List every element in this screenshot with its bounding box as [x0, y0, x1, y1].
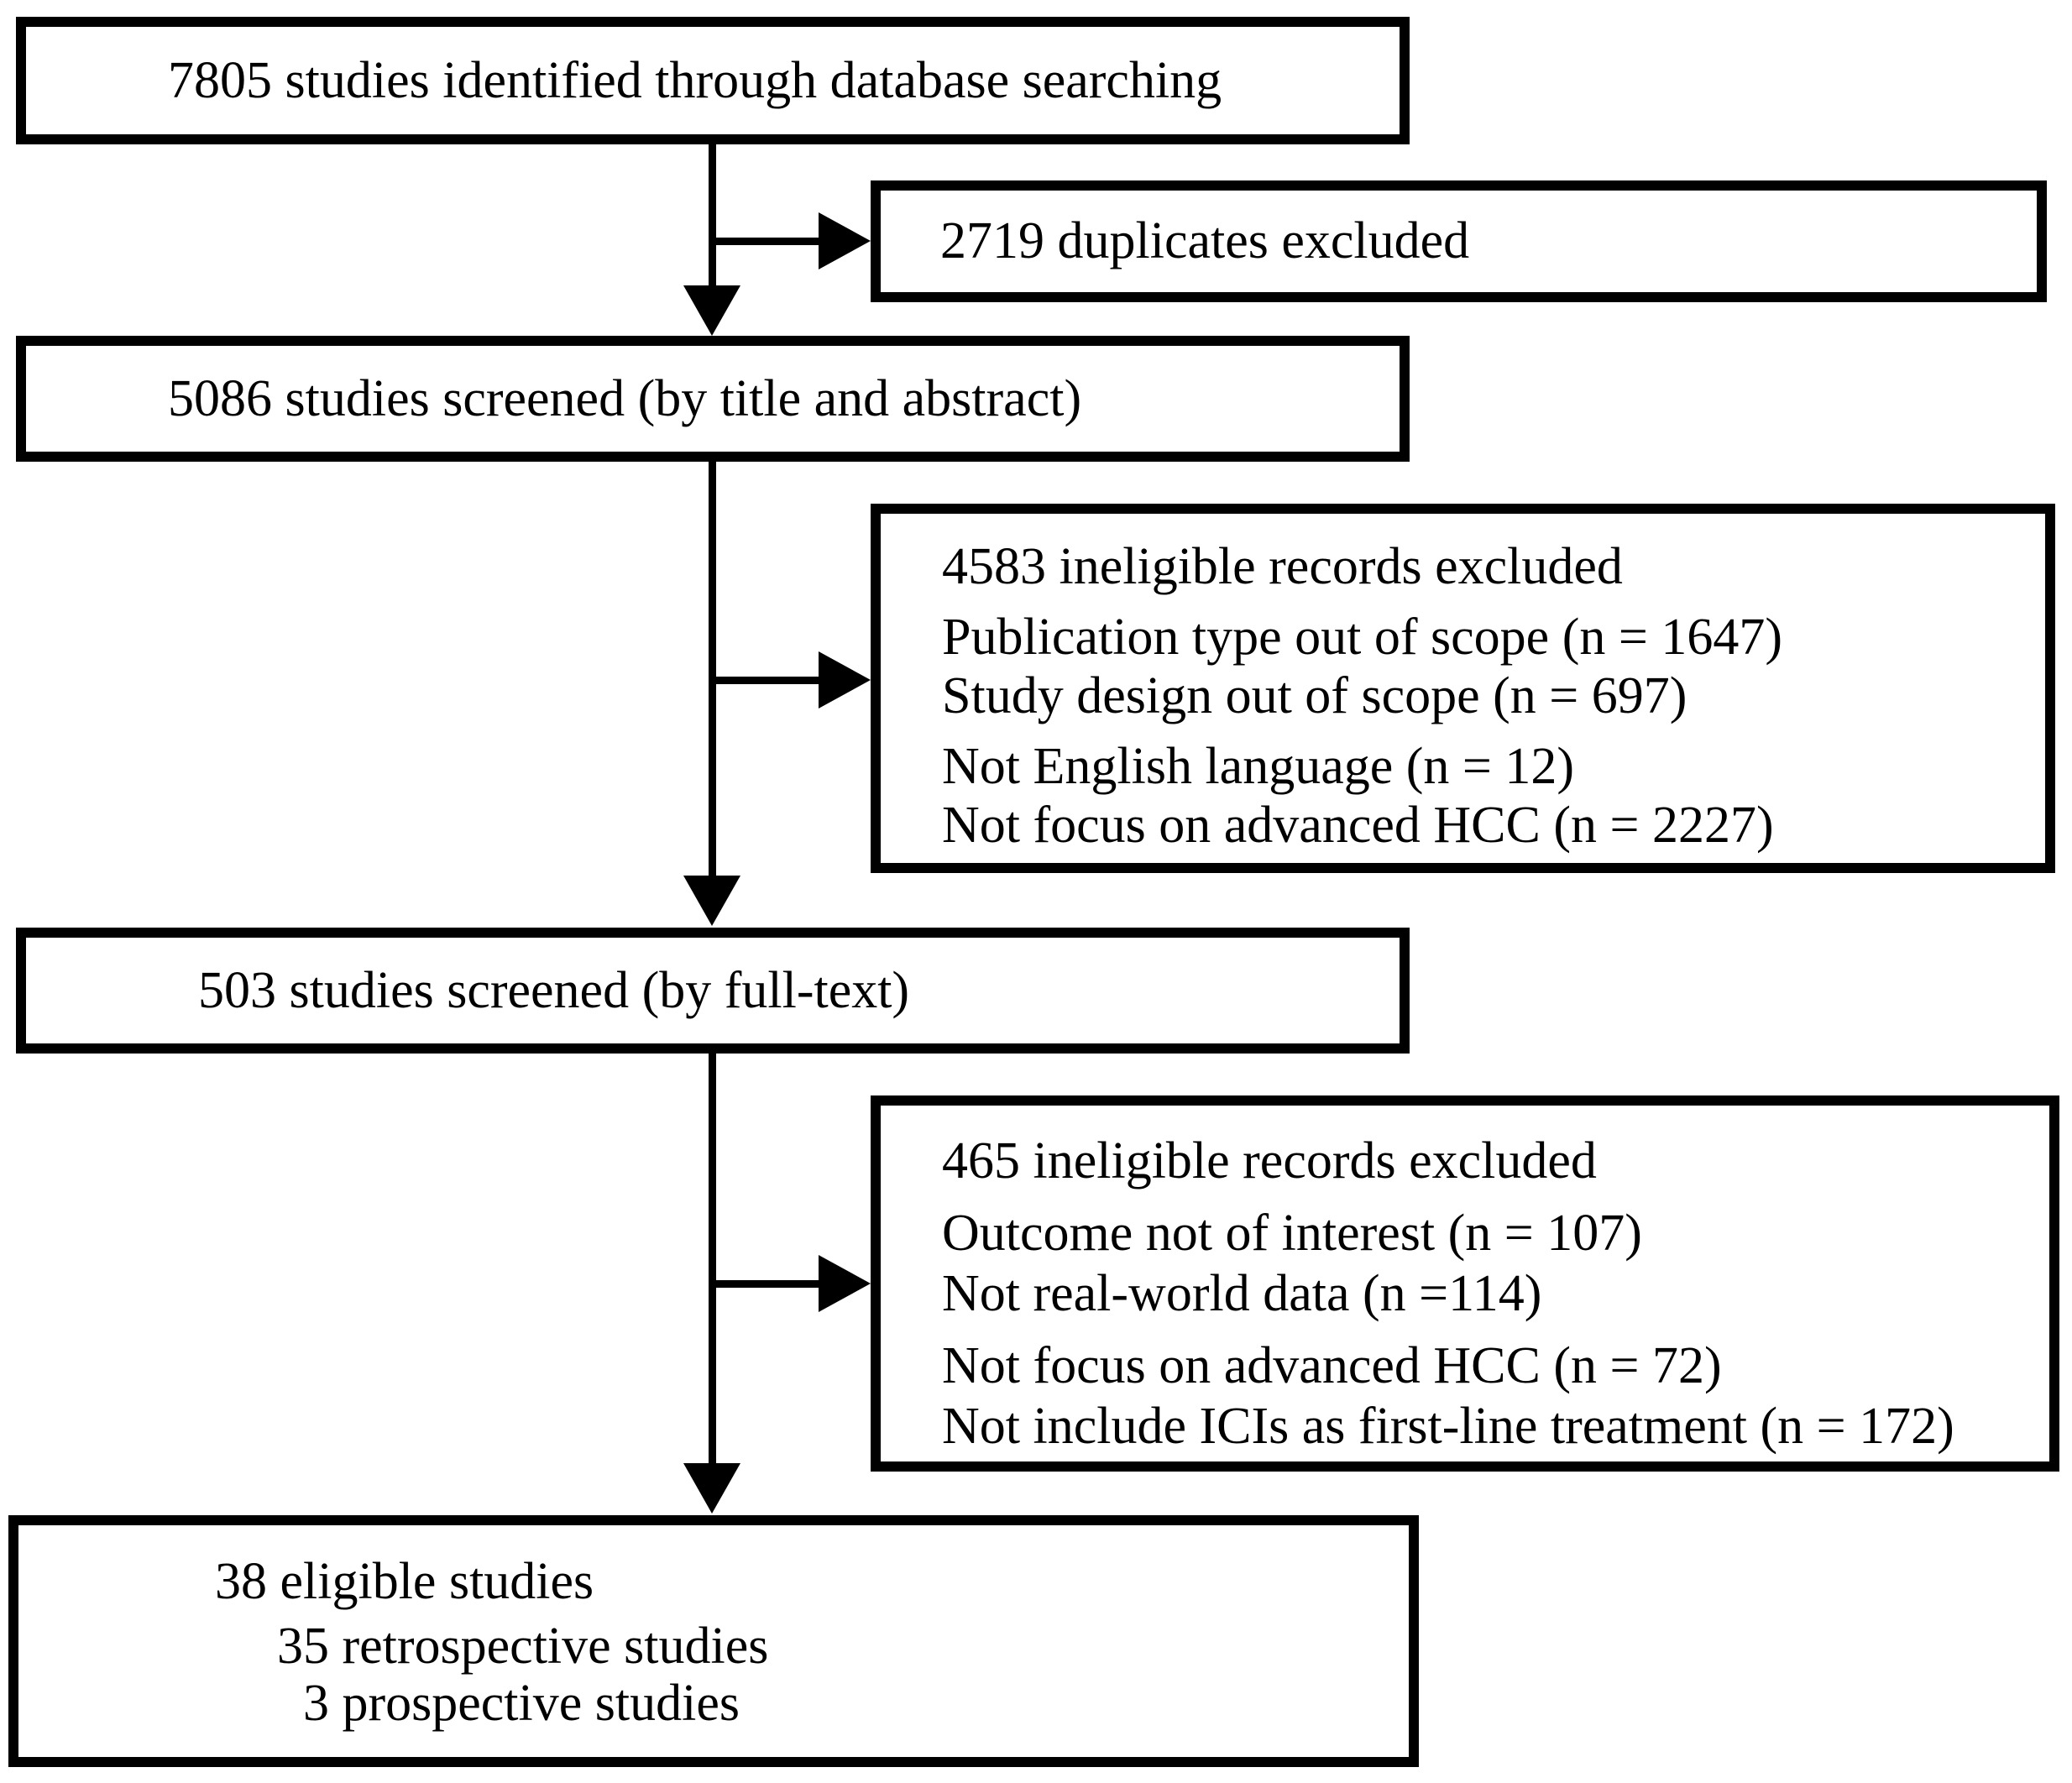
connector-vertical-2	[709, 460, 716, 880]
arrowhead-right-2	[819, 651, 871, 708]
flow-box-screened-title-abstract: 5086 studies screened (by title and abst…	[16, 336, 1410, 462]
arrowhead-down-2	[683, 876, 740, 926]
connector-branch-1	[712, 238, 819, 245]
arrowhead-down-1	[683, 285, 740, 336]
exclusion-reason: Outcome not of interest (n = 107)	[942, 1205, 1642, 1262]
exclusion-reason: Not focus on advanced HCC (n = 2227)	[942, 797, 1774, 854]
exclusion-reason: Not include ICIs as first-line treatment…	[942, 1398, 1954, 1455]
exclusion-reason: Not English language (n = 12)	[942, 738, 1574, 795]
excluded-ft-heading: 465 ineligible records excluded	[942, 1132, 1597, 1190]
screened-title-abstract-text: 5086 studies screened (by title and abst…	[168, 369, 1082, 427]
connector-branch-2	[712, 677, 819, 684]
duplicates-text: 2719 duplicates excluded	[940, 212, 1470, 270]
arrowhead-down-3	[683, 1463, 740, 1514]
exclusion-reason: Publication type out of scope (n = 1647)	[942, 609, 1782, 666]
arrowhead-right-3	[819, 1255, 871, 1312]
connector-branch-3	[712, 1280, 819, 1288]
exclusion-reason: Not focus on advanced HCC (n = 72)	[942, 1337, 1722, 1394]
screened-fulltext-text: 503 studies screened (by full-text)	[198, 961, 910, 1019]
connector-vertical-1	[709, 143, 716, 294]
flow-box-ineligible-fulltext: 465 ineligible records excluded Outcome …	[871, 1095, 2059, 1472]
eligible-heading: 38 eligible studies	[215, 1553, 594, 1610]
connector-vertical-3	[709, 1052, 716, 1467]
excluded-ta-heading: 4583 ineligible records excluded	[942, 538, 1623, 595]
flow-box-eligible-studies: 38 eligible studies 35 retrospective stu…	[8, 1515, 1419, 1767]
flow-box-screened-fulltext: 503 studies screened (by full-text)	[16, 928, 1410, 1054]
flow-box-duplicates-excluded: 2719 duplicates excluded	[871, 180, 2047, 302]
exclusion-reason: Not real-world data (n =114)	[942, 1265, 1542, 1322]
eligible-prospective-line: 3 prospective studies	[303, 1675, 740, 1732]
flow-box-identified: 7805 studies identified through database…	[16, 17, 1410, 144]
arrowhead-right-1	[819, 212, 871, 269]
exclusion-reason: Study design out of scope (n = 697)	[942, 667, 1687, 724]
identified-text: 7805 studies identified through database…	[168, 51, 1222, 109]
eligible-retrospective-line: 35 retrospective studies	[277, 1618, 769, 1675]
flow-box-ineligible-title-abstract: 4583 ineligible records excluded Publica…	[871, 504, 2055, 873]
